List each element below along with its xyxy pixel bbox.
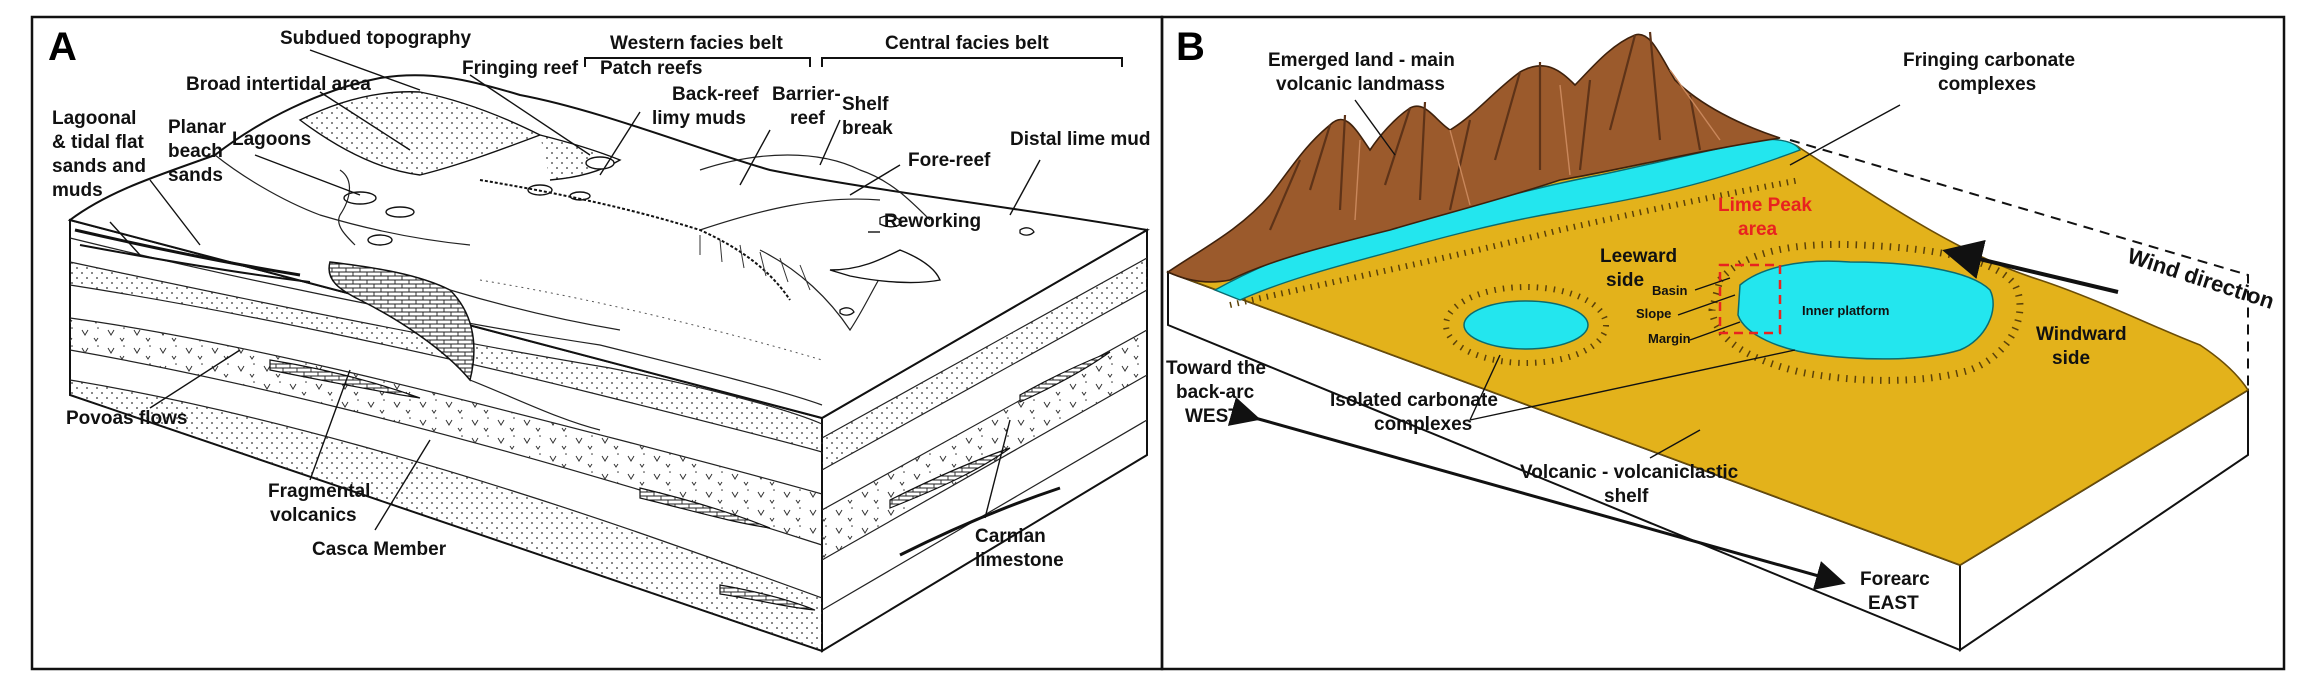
label-toward-line1: Toward the <box>1166 358 1266 379</box>
label-western-facies-belt: Western facies belt <box>610 33 784 54</box>
panel-a-letter: A <box>48 25 77 69</box>
label-toward-line2: back-arc <box>1176 382 1255 403</box>
label-lagoonal-line2: & tidal flat <box>52 132 145 153</box>
label-central-facies-belt: Central facies belt <box>885 33 1049 54</box>
volcanic-landmass <box>1166 31 1781 283</box>
label-casca-member: Casca Member <box>312 539 447 560</box>
label-carnian-line1: Carnian <box>975 526 1046 547</box>
label-lime-peak-line1: Lime Peak <box>1718 195 1812 216</box>
label-isolated-line2: complexes <box>1374 414 1472 435</box>
label-fragmental-line1: Fragmental <box>268 481 370 502</box>
label-planar-line1: Planar <box>168 117 227 138</box>
label-volcanic-line2: shelf <box>1604 486 1649 507</box>
panel-b-frame <box>1160 15 2286 671</box>
label-barrier-line2: reef <box>790 108 826 129</box>
label-lagoons: Lagoons <box>232 129 311 150</box>
label-carnian-line2: limestone <box>975 550 1064 571</box>
label-fringing-line2: complexes <box>1938 74 2036 95</box>
label-shelf-line2: break <box>842 118 893 139</box>
label-barrier-line1: Barrier- <box>772 84 841 105</box>
label-margin: Margin <box>1648 331 1691 346</box>
label-lime-peak-line2: area <box>1738 219 1778 240</box>
label-planar-line2: beach <box>168 141 223 162</box>
label-leeward-line2: side <box>1606 270 1644 291</box>
label-volcanic-line1: Volcanic - volcaniclastic <box>1520 462 1739 483</box>
label-subdued-topography: Subdued topography <box>280 28 471 49</box>
label-reworking: Reworking <box>884 211 981 232</box>
isolated-platform-small <box>1463 300 1589 350</box>
label-windward-line2: side <box>2052 348 2090 369</box>
block-a-top-surface <box>67 74 1150 420</box>
label-windward-line1: Windward <box>2036 324 2127 345</box>
panel-b-block-diagram: B Emerged land - main volcanic landmass … <box>1166 25 2277 652</box>
side-face-strata <box>821 257 1148 611</box>
label-planar-line3: sands <box>168 165 223 186</box>
label-forearc-line1: Forearc <box>1860 569 1930 590</box>
label-emerged-line2: volcanic landmass <box>1276 74 1445 95</box>
panel-b-leader-lines <box>1354 99 1901 459</box>
west-east-arrow <box>1227 397 1846 590</box>
label-slope: Slope <box>1636 306 1671 321</box>
label-lagoonal-line1: Lagoonal <box>52 108 136 129</box>
label-fragmental-line2: volcanics <box>270 505 357 526</box>
label-forearc-line2: EAST <box>1868 593 1919 614</box>
label-fringing-line1: Fringing carbonate <box>1903 50 2075 71</box>
label-fringing-reef: Fringing reef <box>462 58 579 79</box>
panel-a-leader-lines <box>109 49 1041 531</box>
label-patch-reefs: Patch reefs <box>600 58 702 79</box>
label-povoas-flows: Povoas flows <box>66 408 187 429</box>
panel-b-letter: B <box>1176 25 1205 69</box>
label-leeward-line1: Leeward <box>1600 246 1677 267</box>
label-emerged-line1: Emerged land - main <box>1268 50 1455 71</box>
label-distal-lime-mud: Distal lime mud <box>1010 129 1150 150</box>
lime-peak-box <box>1718 263 1782 335</box>
label-inner-platform: Inner platform <box>1802 303 1889 318</box>
central-facies-bracket <box>821 57 1123 67</box>
label-fore-reef: Fore-reef <box>908 150 991 171</box>
panel-a-block-diagram: A Subdued topography Western facies belt… <box>48 25 1150 653</box>
label-shelf-line1: Shelf <box>842 94 889 115</box>
label-toward-line3: WEST <box>1185 406 1240 427</box>
label-lagoonal-line3: sands and <box>52 156 146 177</box>
label-lagoonal-line4: muds <box>52 180 103 201</box>
label-isolated-line1: Isolated carbonate <box>1330 390 1498 411</box>
western-facies-bracket <box>584 57 811 67</box>
wind-direction-arrow <box>1942 239 2119 294</box>
front-face-strata <box>69 228 823 651</box>
label-back-reef-line2: limy muds <box>652 108 746 129</box>
reef-wedge <box>328 261 475 382</box>
label-back-reef-line1: Back-reef <box>672 84 759 105</box>
label-basin: Basin <box>1652 283 1687 298</box>
inner-platform <box>1737 260 1994 360</box>
label-wind-direction: Wind direction <box>2124 243 2277 314</box>
label-broad-intertidal-area: Broad intertidal area <box>186 74 371 95</box>
top-surface-features <box>214 91 1035 361</box>
